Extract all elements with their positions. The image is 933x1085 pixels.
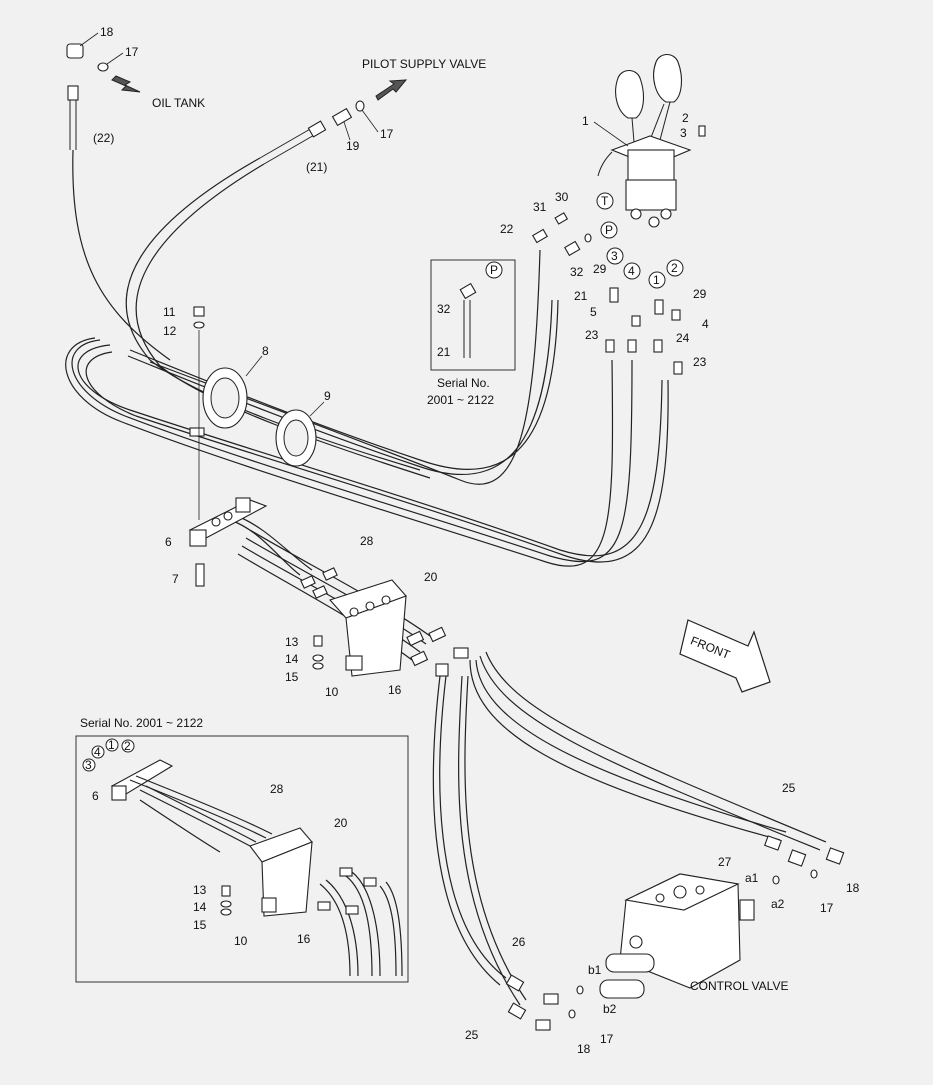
inset-callout-15: 15 [193,918,207,932]
pilot-supply-valve-label: PILOT SUPPLY VALVE [362,57,486,71]
serial-inset-large-content: 3 4 1 2 [82,738,403,977]
callout-5: 5 [590,305,597,319]
callout-18-right: 18 [846,881,860,895]
inset-marker-3: 3 [85,758,92,772]
callout-4: 4 [702,317,709,331]
bolt-11 [193,306,205,520]
callout-22-paren: (22) [93,131,114,145]
oil-tank-fitting [66,43,141,150]
adapters-28-20 [300,567,469,677]
callout-3: 3 [680,126,687,140]
callout-23-a: 23 [585,328,599,342]
callout-21-joy: 21 [574,289,588,303]
inset-callout-10: 10 [234,934,248,948]
port-marker-1: 1 [653,273,660,287]
callout-17-top: 17 [125,45,139,59]
callout-17-right: 17 [820,901,834,915]
inset-marker-4: 4 [94,745,101,759]
callout-25-right: 25 [782,781,796,795]
callout-32: 32 [570,265,584,279]
callout-21-paren: (21) [306,160,327,174]
callout-17-pilot: 17 [380,127,394,141]
serial-small-line1: Serial No. [437,376,490,390]
callout-26: 26 [512,935,526,949]
hoses-to-control-valve [432,651,827,1006]
callout-14: 14 [285,652,299,666]
callout-6: 6 [165,535,172,549]
port-marker-2: 2 [671,261,678,275]
inset-callout-13: 13 [193,883,207,897]
pilot-supply-fitting [259,79,408,165]
callout-10: 10 [325,685,339,699]
port-a1: a1 [745,871,759,885]
callout-20: 20 [424,570,438,584]
callout-19: 19 [346,139,360,153]
callout-30: 30 [555,190,569,204]
callout-15: 15 [285,670,299,684]
clamp-block-6 [188,497,268,587]
port-marker-4: 4 [628,264,635,278]
inset-callout-28: 28 [270,782,284,796]
callout-11: 11 [163,305,176,319]
callout-24: 24 [676,331,690,345]
hose-clamp-8 [189,367,248,437]
port-b2: b2 [603,1002,617,1016]
joystick-assembly [597,53,706,228]
inset-callout-20: 20 [334,816,348,830]
callout-9: 9 [324,389,331,403]
port-marker-T: T [601,194,609,208]
port-a2: a2 [771,897,785,911]
inset-callout-16: 16 [297,932,311,946]
callout-18-top: 18 [100,25,114,39]
inset-callout-14: 14 [193,900,207,914]
control-valve-end-fittings [505,835,845,1031]
inset-callout-21: 21 [437,345,451,359]
inset-callout-32: 32 [437,302,451,316]
inset-port-marker-P: P [490,263,498,277]
callout-25-bottom: 25 [465,1028,479,1042]
serial-large-label: Serial No. 2001 ~ 2122 [80,716,203,730]
callout-28: 28 [360,534,374,548]
callout-27: 27 [718,855,732,869]
hose-clamp-9 [275,409,317,467]
callout-22: 22 [500,222,514,236]
callout-29-b: 29 [693,287,707,301]
callout-7: 7 [172,572,179,586]
port-markers: T P 3 4 1 2 [596,192,684,289]
inset-marker-1: 1 [108,738,115,752]
callout-17-bottom: 17 [600,1032,614,1046]
bracket-10 [329,579,407,677]
callout-12: 12 [163,324,177,338]
port-marker-3: 3 [611,249,618,263]
callout-1: 1 [582,114,589,128]
control-valve [599,873,755,999]
inset-callout-6: 6 [92,789,99,803]
joystick-port-fittings [532,212,683,375]
callout-2: 2 [682,111,689,125]
callout-29-a: 29 [593,262,607,276]
serial-small-line2: 2001 ~ 2122 [427,393,494,407]
inset-marker-2: 2 [124,739,131,753]
front-arrow: FRONT [679,619,771,693]
callout-31: 31 [533,200,547,214]
callout-16: 16 [388,683,402,697]
callout-23-b: 23 [693,355,707,369]
serial-inset-small: P [430,259,516,371]
control-valve-label: CONTROL VALVE [690,979,788,993]
port-b1: b1 [588,963,602,977]
oil-tank-label: OIL TANK [152,96,205,110]
callout-18-bottom: 18 [577,1042,591,1056]
callout-13: 13 [285,635,299,649]
serial-inset-large [75,735,409,983]
main-hose-bundle [65,149,669,661]
port-marker-P: P [605,223,613,237]
callout-8: 8 [262,344,269,358]
